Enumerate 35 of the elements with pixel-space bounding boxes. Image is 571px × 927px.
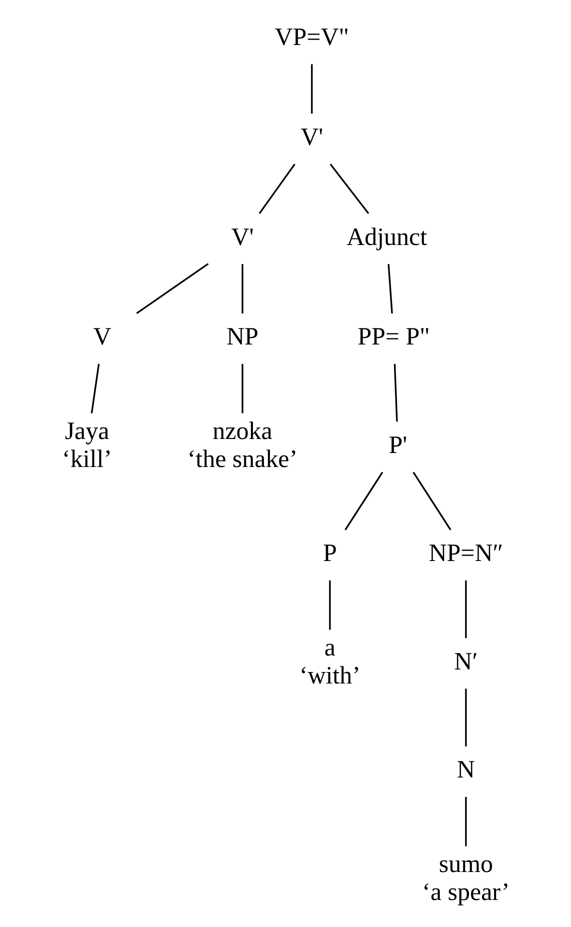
- node-text: P: [322, 540, 337, 568]
- node-text: V: [93, 324, 112, 351]
- node-text: Adjunct: [346, 224, 428, 251]
- connector: [412, 472, 452, 530]
- node-text: N′: [454, 648, 478, 676]
- node-text: a: [324, 634, 336, 662]
- connector: [388, 264, 393, 314]
- node-text: V': [300, 124, 324, 151]
- node-text: VP=V": [274, 24, 349, 51]
- connector: [258, 164, 296, 214]
- node-label: ‘a spear’: [422, 878, 510, 906]
- connector: [90, 364, 100, 414]
- connector: [465, 580, 467, 638]
- connector: [136, 263, 209, 314]
- node-text: Jaya: [64, 418, 110, 446]
- connector: [330, 164, 370, 214]
- connector: [344, 472, 384, 530]
- node-text: PP= P": [358, 324, 430, 351]
- node-label: ‘the snake’: [187, 446, 298, 473]
- node-text: NP: [226, 324, 258, 351]
- connector: [242, 264, 244, 314]
- connector: [311, 64, 313, 114]
- connector: [394, 364, 398, 422]
- node-text: NP=N″: [428, 540, 504, 568]
- node-text: nzoka: [212, 418, 272, 446]
- node-text: V': [231, 224, 254, 251]
- connector: [465, 796, 467, 846]
- connector: [465, 688, 467, 746]
- node-text: P': [388, 432, 408, 459]
- node-label: ‘kill’: [62, 446, 112, 473]
- node-text: N: [456, 756, 475, 784]
- node-label: ‘with’: [299, 662, 360, 690]
- connector: [242, 364, 244, 414]
- node-text: sumo: [438, 851, 493, 878]
- connector: [329, 580, 331, 630]
